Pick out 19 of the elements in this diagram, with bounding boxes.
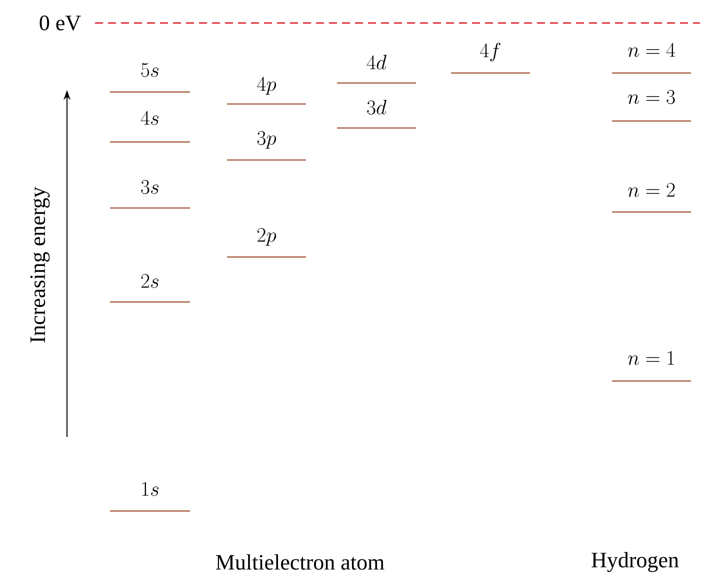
- level-label: $n = 1$: [628, 350, 674, 365]
- level-label: $n = 2$: [628, 182, 675, 197]
- level-label: $4p$: [257, 76, 276, 95]
- level-label: $3p$: [257, 130, 276, 149]
- level-label: $2s$: [141, 274, 159, 288]
- energy-label: 0 eV: [40, 16, 81, 30]
- level-label: $1s$: [142, 482, 159, 496]
- level-label: $3d$: [367, 100, 386, 115]
- axis-label: Increasing energy: [30, 186, 50, 342]
- column-caption: Hydrogen: [592, 552, 679, 572]
- level-label: $2p$: [258, 228, 276, 246]
- level-label: $4s$: [140, 110, 159, 125]
- level-label: $4d$: [366, 54, 386, 70]
- level-label: $4f$: [480, 42, 500, 62]
- level-label: $n = 3$: [628, 90, 675, 104]
- column-caption: Multielectron atom: [216, 554, 384, 570]
- level-label: $5s$: [141, 63, 159, 77]
- level-label: $n = 4$: [628, 42, 676, 57]
- level-label: $3s$: [141, 180, 159, 194]
